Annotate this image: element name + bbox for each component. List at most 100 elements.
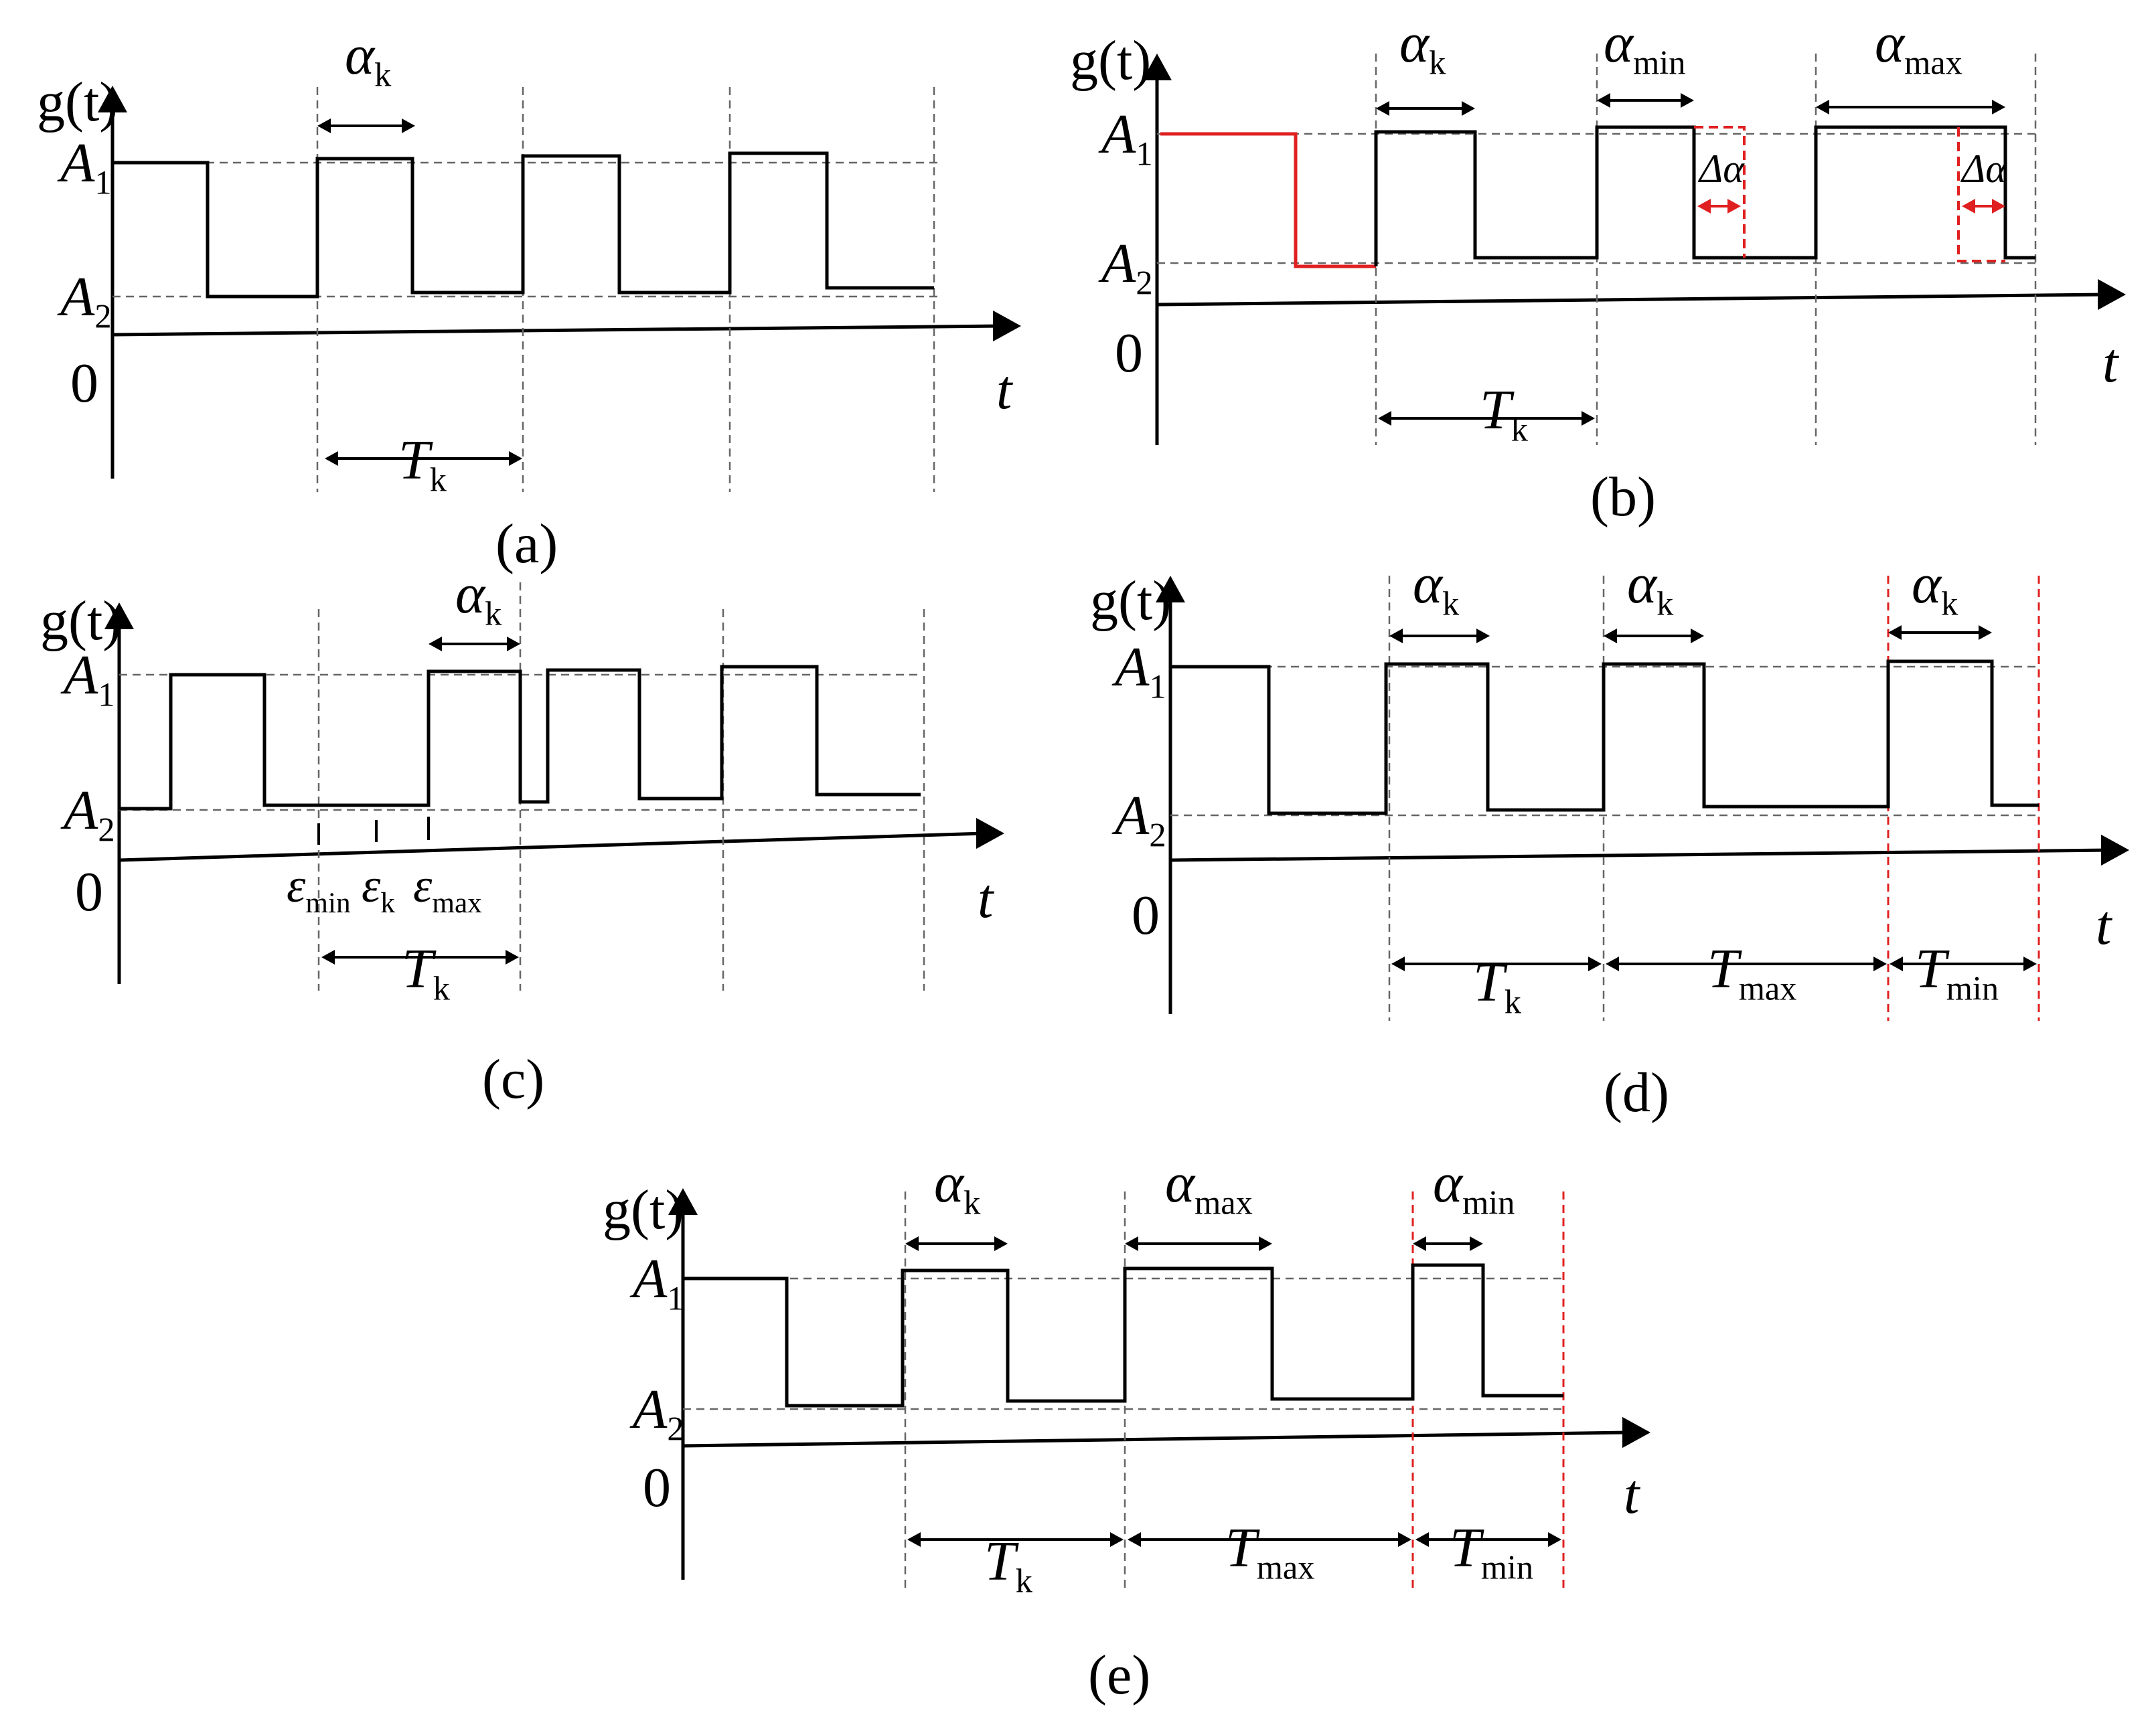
period-label: Tmin [1915, 938, 1999, 1007]
alpha-label: αmin [1604, 12, 1686, 81]
x-axis [1156, 293, 2106, 307]
level-label-A1: A1 [57, 132, 112, 201]
arrow-head-right [1259, 1236, 1272, 1251]
y-axis-arrow [668, 1188, 698, 1215]
arrow-head-left [1606, 957, 1619, 971]
arrow-head-right [507, 637, 520, 651]
arrow-head-right [1588, 957, 1602, 971]
x-axis [1170, 848, 2110, 862]
x-axis [119, 831, 985, 862]
y-axis-label: g(t) [1090, 570, 1171, 632]
y-axis-label: g(t) [1070, 29, 1151, 92]
x-axis-arrow [976, 817, 1004, 849]
x-axis-arrow [1622, 1416, 1650, 1449]
arrow-head-right [1727, 199, 1741, 214]
period-label: Tmin [1450, 1517, 1533, 1586]
arrow-head-left [1413, 1236, 1426, 1251]
arrow-head-left [1816, 100, 1829, 114]
x-axis [682, 1430, 1631, 1448]
level-label-A2: A2 [1098, 232, 1153, 301]
arrow-head-left [325, 451, 338, 466]
arrow-head-left [1604, 629, 1617, 643]
y-axis-arrow [1142, 54, 1172, 80]
arrow-head-left [1890, 957, 1903, 971]
period-label: Tk [984, 1530, 1033, 1599]
origin-label: 0 [70, 352, 98, 414]
level-label-A1: A1 [629, 1248, 684, 1317]
arrow-head-right [1992, 199, 2005, 214]
panel-caption: (d) [1604, 1062, 1669, 1124]
arrow-head-right [1992, 100, 2005, 114]
y-axis-label: g(t) [603, 1179, 684, 1241]
alpha-label: αmax [1875, 12, 1962, 81]
alpha-label: αk [934, 1152, 981, 1221]
period-label: Tk [398, 429, 447, 498]
y-axis-label: g(t) [37, 71, 118, 133]
arrow-head-right [1691, 629, 1704, 643]
arrow-head-left [1888, 625, 1902, 640]
level-label-A2: A2 [629, 1378, 684, 1447]
arrow-head-right [1398, 1532, 1411, 1547]
arrow-head-right [1582, 411, 1595, 426]
x-axis-label: t [1624, 1463, 1641, 1526]
arrow-head-left [429, 637, 442, 651]
x-axis-arrow [2098, 278, 2126, 311]
epsilon-label: εmax [413, 859, 482, 919]
x-axis-arrow [993, 310, 1021, 342]
level-label-A2: A2 [57, 266, 112, 335]
x-axis [112, 324, 1002, 337]
period-label: Tmax [1225, 1517, 1314, 1586]
red-delta-edge [1957, 127, 2005, 262]
arrow-head-right [1873, 957, 1887, 971]
x-axis-label: t [2102, 332, 2120, 394]
red-delta-edge [1694, 126, 1746, 258]
period-label: Tk [402, 938, 451, 1007]
alpha-label: αk [455, 563, 502, 632]
waveform [112, 151, 934, 299]
origin-label: 0 [75, 861, 103, 923]
arrow-head-left [1389, 629, 1403, 643]
x-axis-label: t [996, 359, 1014, 421]
arrow-head-left [1128, 1532, 1141, 1547]
arrow-head-right [509, 451, 522, 466]
arrow-head-left [1376, 101, 1389, 116]
arrow-head-left [321, 950, 335, 965]
waveform [1170, 659, 2039, 815]
alpha-label: αk [1413, 553, 1460, 622]
panel-caption: (c) [482, 1048, 544, 1110]
waveform [119, 665, 921, 811]
period-label: Tmax [1707, 938, 1796, 1007]
epsilon-label: εmin [287, 859, 351, 919]
arrow-head-left [1697, 199, 1711, 214]
arrow-head-left [1597, 93, 1610, 108]
arrow-head-right [994, 1236, 1008, 1251]
arrow-head-right [402, 118, 415, 133]
level-label-A1: A1 [60, 644, 115, 713]
alpha-label: αk [1399, 12, 1446, 81]
arrow-head-right [1476, 629, 1490, 643]
arrow-head-left [1125, 1236, 1138, 1251]
y-axis-arrow [98, 86, 127, 112]
origin-label: 0 [1115, 322, 1143, 384]
alpha-label: αk [345, 24, 392, 93]
arrow-head-right [1681, 93, 1694, 108]
origin-label: 0 [643, 1457, 671, 1519]
alpha-label: αmax [1165, 1152, 1253, 1221]
arrow-head-left [905, 1236, 919, 1251]
x-axis-arrow [2101, 834, 2129, 866]
panel-caption: (b) [1590, 466, 1656, 528]
origin-label: 0 [1132, 884, 1160, 946]
waveform [683, 1263, 1563, 1408]
arrow-head-right [2023, 957, 2037, 971]
panel-caption: (a) [495, 513, 558, 575]
level-label-A1: A1 [1098, 103, 1153, 172]
arrow-head-right [506, 950, 519, 965]
panel-caption: (e) [1088, 1644, 1150, 1706]
level-label-A2: A2 [60, 779, 115, 848]
arrow-head-left [1962, 199, 1975, 214]
x-axis-label: t [2096, 894, 2113, 957]
